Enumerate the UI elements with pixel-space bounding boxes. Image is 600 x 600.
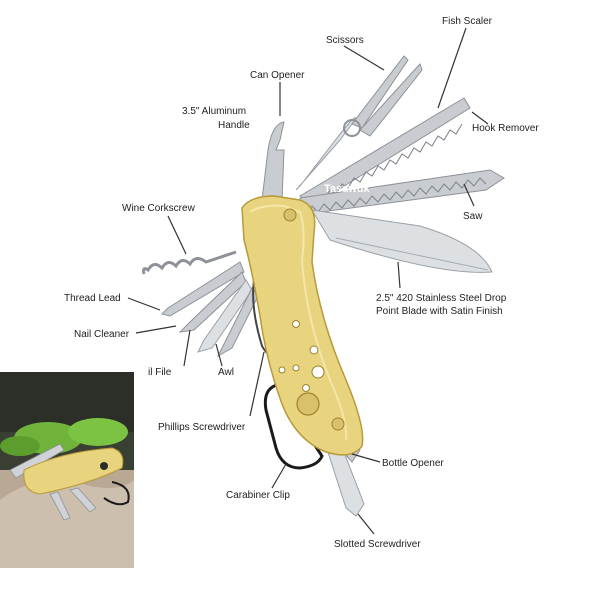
inset-small-tools bbox=[49, 487, 97, 521]
lead-slotted bbox=[357, 513, 375, 535]
can-opener-tool bbox=[261, 121, 285, 201]
label-slotted: Slotted Screwdriver bbox=[334, 539, 421, 550]
lead-blade bbox=[397, 261, 401, 289]
corkscrew-tool bbox=[142, 250, 237, 275]
handle-hole-4 bbox=[311, 365, 325, 379]
lead-bottle-opener bbox=[351, 453, 381, 463]
thread-lead-tool bbox=[161, 261, 245, 317]
inset-tool-blades bbox=[9, 443, 65, 479]
lead-corkscrew bbox=[167, 215, 187, 255]
label-phillips: Phillips Screwdriver bbox=[158, 422, 246, 433]
scissors-blade-a bbox=[351, 55, 409, 129]
handle-hole-5 bbox=[302, 384, 310, 392]
label-nail-file: il File bbox=[148, 367, 172, 378]
main-blade-tool bbox=[311, 209, 493, 273]
handle-hole-6 bbox=[278, 366, 286, 374]
label-handle-line1: 3.5" Aluminum bbox=[182, 106, 246, 117]
inset-photo bbox=[0, 372, 134, 568]
lead-nail-cleaner bbox=[135, 325, 177, 334]
handle-rivet-big bbox=[296, 392, 320, 416]
inset-moss-3 bbox=[0, 436, 40, 456]
label-nail-cleaner: Nail Cleaner bbox=[74, 329, 130, 340]
label-can-opener: Can Opener bbox=[250, 70, 305, 81]
saw-teeth bbox=[305, 177, 487, 215]
inset-tool-handle bbox=[23, 447, 124, 495]
scissors-spring bbox=[343, 119, 361, 137]
label-carabiner: Carabiner Clip bbox=[226, 490, 290, 501]
lead-nail-file bbox=[183, 329, 191, 367]
lead-scissors bbox=[343, 45, 385, 71]
handle-bevel bbox=[249, 204, 348, 441]
handle-hole-1 bbox=[292, 320, 300, 328]
aluminum-handle bbox=[241, 195, 364, 456]
label-wine-corkscrew: Wine Corkscrew bbox=[122, 203, 196, 214]
label-awl: Awl bbox=[218, 367, 234, 378]
label-bottle-opener: Bottle Opener bbox=[382, 458, 444, 469]
inset-moss-2 bbox=[68, 418, 128, 446]
scissors-blade-b bbox=[359, 63, 423, 137]
lead-carabiner bbox=[271, 463, 287, 489]
lead-awl bbox=[215, 343, 223, 367]
handle-hole-2 bbox=[309, 345, 319, 355]
label-fish-scaler: Fish Scaler bbox=[442, 16, 493, 27]
label-blade-line1: 2.5" 420 Stainless Steel Drop bbox=[376, 293, 507, 304]
label-hook-remover: Hook Remover bbox=[472, 123, 539, 134]
label-thread-lead: Thread Lead bbox=[64, 293, 121, 304]
carabiner-clip bbox=[263, 382, 324, 470]
lead-fish-scaler bbox=[437, 27, 467, 109]
label-saw: Saw bbox=[463, 211, 483, 222]
lead-thread bbox=[127, 297, 161, 311]
label-scissors: Scissors bbox=[326, 35, 364, 46]
nail-file-tool bbox=[197, 279, 253, 353]
label-handle-line2: Handle bbox=[218, 120, 250, 131]
lead-phillips bbox=[249, 351, 265, 417]
label-blade-line2: Point Blade with Satin Finish bbox=[376, 306, 503, 317]
handle-rivet-bottom bbox=[331, 417, 345, 431]
inset-rock bbox=[0, 480, 134, 568]
handle-rivet-top bbox=[283, 208, 297, 222]
lead-hook-remover bbox=[471, 111, 489, 125]
inset-carabiner bbox=[103, 481, 130, 506]
watermark-text: Tasawuk bbox=[324, 183, 371, 195]
handle-hole-3 bbox=[292, 364, 300, 372]
inset-handle-hole bbox=[100, 462, 108, 470]
lead-saw bbox=[463, 183, 475, 207]
blade-edge-line bbox=[335, 237, 489, 271]
